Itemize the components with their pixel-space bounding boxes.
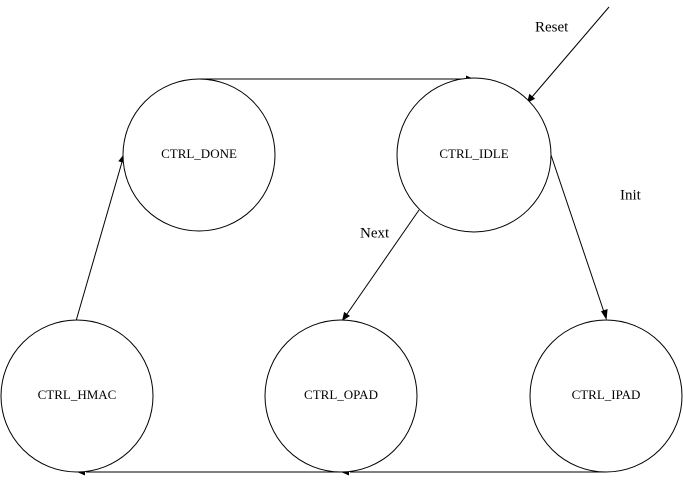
state-ipad-circle [529,319,683,473]
state-ipad: CTRL_IPAD [529,319,683,473]
state-hmac: CTRL_HMAC [0,319,154,473]
state-done-circle [122,78,276,232]
arrowhead-idle-to-opad [342,311,350,321]
edge-idle-to-ipad [550,154,605,313]
state-opad-label: CTRL_OPAD [304,387,378,402]
state-opad: CTRL_OPAD [264,319,418,473]
state-hmac-label: CTRL_HMAC [38,387,117,402]
state-idle: CTRL_IDLE [396,77,552,233]
state-done: CTRL_DONE [122,78,276,232]
edge-hmac-to-done [75,161,123,322]
arrowhead-idle-to-ipad [601,309,608,320]
edge-label-init: Init [620,187,642,203]
edge-idle-to-opad [346,209,420,315]
state-opad-circle [264,319,418,473]
state-hmac-circle [0,319,154,473]
state-done-label: CTRL_DONE [161,146,237,161]
edge-label-next: Next [360,225,390,241]
state-idle-label: CTRL_IDLE [439,146,508,161]
state-ipad-label: CTRL_IPAD [572,387,641,402]
edge-reset-to-idle [531,6,610,98]
edge-label-reset: Reset [535,19,569,35]
state-idle-circle [396,77,552,233]
